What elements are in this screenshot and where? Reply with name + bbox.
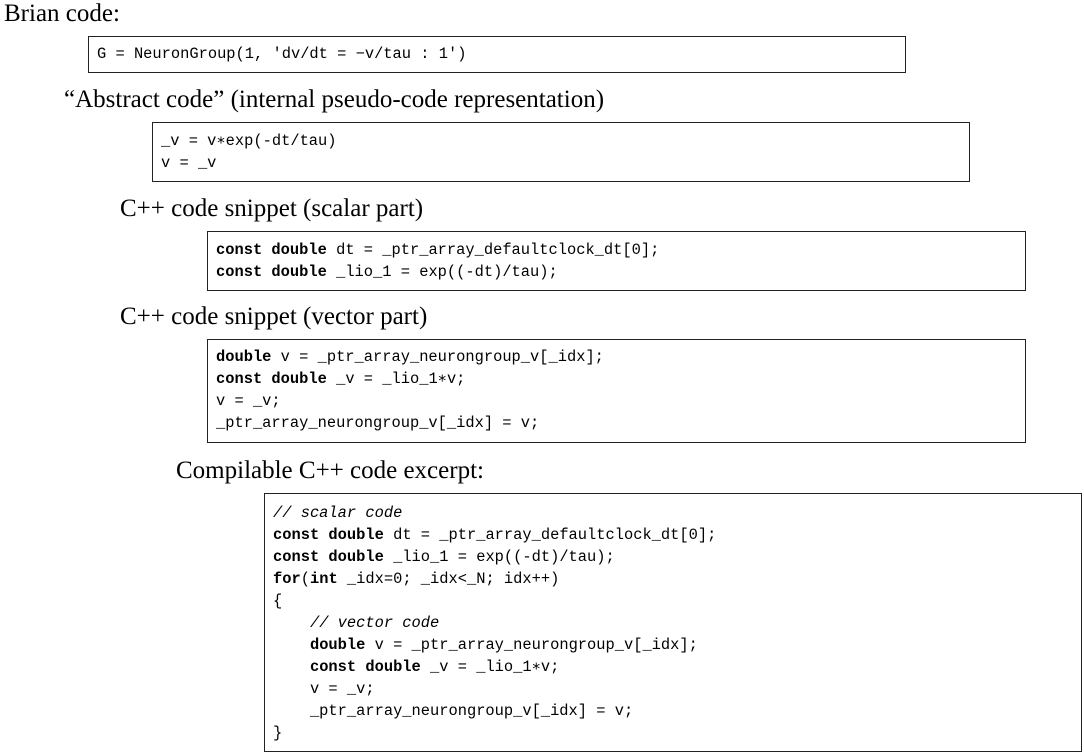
- code-keyword: const double: [216, 241, 327, 259]
- code-text: _lio_1 = exp((-dt)/tau);: [383, 548, 615, 566]
- code-keyword: double: [216, 348, 272, 366]
- code-line: _ptr_array_neurongroup_v[_idx] = v;: [216, 412, 1025, 434]
- code-box-cpp-vector: double v = _ptr_array_neurongroup_v[_idx…: [207, 339, 1026, 443]
- code-text: [273, 636, 310, 654]
- code-line: const double _v = _lio_1∗v;: [273, 656, 1081, 678]
- code-box-cpp-scalar: const double dt = _ptr_array_defaultcloc…: [207, 231, 1026, 291]
- code-text: {: [273, 592, 283, 610]
- code-comment: // scalar code: [273, 504, 403, 522]
- code-text: _lio_1 = exp((-dt)/tau);: [326, 263, 558, 281]
- code-line: v = _v: [161, 152, 969, 174]
- code-text: v = _ptr_array_neurongroup_v[_idx];: [271, 348, 604, 366]
- code-text: _ptr_array_neurongroup_v[_idx] = v;: [216, 414, 540, 432]
- code-line: double v = _ptr_array_neurongroup_v[_idx…: [216, 346, 1025, 368]
- heading-compilable-cpp: Compilable C++ code excerpt:: [176, 457, 484, 484]
- code-box-compilable-cpp: // scalar code const double dt = _ptr_arr…: [264, 493, 1082, 752]
- code-keyword: const double: [309, 658, 421, 676]
- code-comment: // vector code: [309, 614, 440, 632]
- code-text: _v = _lio_1∗v;: [420, 658, 560, 676]
- code-text: v = _ptr_array_neurongroup_v[_idx];: [365, 636, 698, 654]
- code-text: v = _v;: [216, 392, 281, 410]
- code-line: _v = v∗exp(-dt/tau): [161, 130, 969, 152]
- code-text: (: [300, 570, 310, 588]
- code-text: _ptr_array_neurongroup_v[_idx] = v;: [273, 702, 634, 720]
- code-keyword: const double: [216, 370, 327, 388]
- code-text: _idx=0; _idx<_N; idx++): [337, 570, 560, 588]
- code-text: dt = _ptr_array_defaultclock_dt[0];: [383, 526, 717, 544]
- code-line: v = _v;: [273, 678, 1081, 700]
- code-keyword: const double: [273, 548, 384, 566]
- code-line: const double _lio_1 = exp((-dt)/tau);: [273, 546, 1081, 568]
- code-text: v = _v;: [273, 680, 375, 698]
- code-keyword: double: [309, 636, 366, 654]
- code-line: double v = _ptr_array_neurongroup_v[_idx…: [273, 634, 1081, 656]
- code-keyword: int: [309, 570, 338, 588]
- code-line: G = NeuronGroup(1, 'dv/dt = −v/tau : 1'): [97, 43, 905, 65]
- heading-cpp-vector: C++ code snippet (vector part): [120, 303, 428, 330]
- code-text: G = NeuronGroup(1, 'dv/dt = −v/tau : 1'): [97, 45, 467, 63]
- code-line: const double _lio_1 = exp((-dt)/tau);: [216, 261, 1025, 283]
- code-text: }: [273, 724, 283, 742]
- code-text: _v = v∗exp(-dt/tau): [161, 132, 337, 150]
- heading-brian-code: Brian code:: [4, 0, 120, 27]
- code-line: for(int _idx=0; _idx<_N; idx++): [273, 568, 1081, 590]
- code-line: const double _v = _lio_1∗v;: [216, 368, 1025, 390]
- code-line: // vector code: [273, 612, 1081, 634]
- code-text: [273, 614, 310, 632]
- code-line: // scalar code: [273, 502, 1081, 524]
- code-line: _ptr_array_neurongroup_v[_idx] = v;: [273, 700, 1081, 722]
- code-text: dt = _ptr_array_defaultclock_dt[0];: [326, 241, 660, 259]
- heading-abstract-code: “Abstract code” (internal pseudo-code re…: [64, 86, 605, 113]
- code-line: }: [273, 722, 1081, 744]
- code-box-abstract: _v = v∗exp(-dt/tau) v = _v: [152, 122, 970, 182]
- code-text: [273, 658, 310, 676]
- code-line: v = _v;: [216, 390, 1025, 412]
- code-line: const double dt = _ptr_array_defaultcloc…: [216, 239, 1025, 261]
- heading-cpp-scalar: C++ code snippet (scalar part): [120, 195, 424, 222]
- code-keyword: for: [273, 570, 301, 588]
- code-keyword: const double: [216, 263, 327, 281]
- code-text: v = _v: [161, 154, 217, 172]
- code-keyword: const double: [273, 526, 384, 544]
- code-text: _v = _lio_1∗v;: [326, 370, 466, 388]
- code-line: const double dt = _ptr_array_defaultcloc…: [273, 524, 1081, 546]
- code-line: {: [273, 590, 1081, 612]
- code-box-brian: G = NeuronGroup(1, 'dv/dt = −v/tau : 1'): [88, 36, 906, 73]
